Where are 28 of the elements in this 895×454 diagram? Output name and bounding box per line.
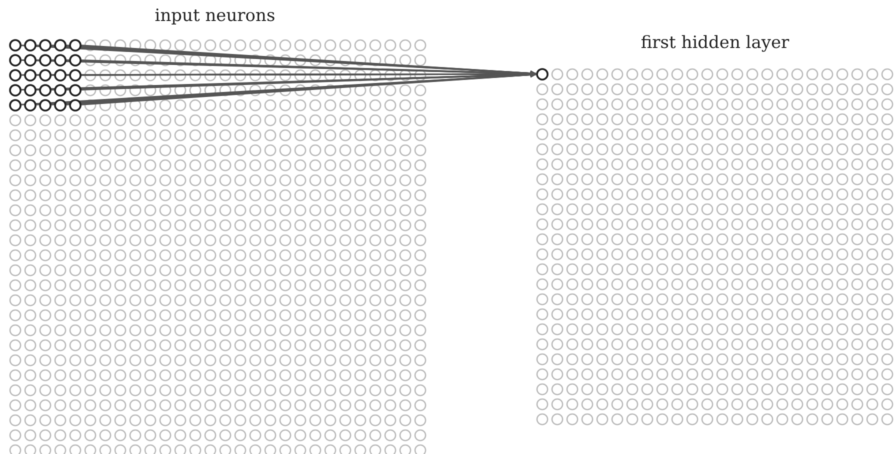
neuron-circle bbox=[38, 68, 52, 82]
neuron-circle bbox=[54, 38, 66, 52]
neuron-circle bbox=[24, 68, 36, 82]
neuron-circle bbox=[54, 98, 66, 112]
neuron-circle bbox=[68, 38, 82, 52]
neuron-circle bbox=[54, 84, 66, 96]
neuron-circle bbox=[54, 68, 66, 82]
neuron-circle bbox=[24, 84, 36, 96]
neuron-circle bbox=[68, 68, 82, 82]
layer-title: input neurons bbox=[154, 6, 276, 26]
neuron-circle bbox=[8, 98, 22, 112]
neuron-circle bbox=[8, 54, 22, 66]
neuron-circle bbox=[38, 98, 52, 112]
neuron-circle bbox=[38, 84, 52, 96]
neuron-circle bbox=[536, 68, 548, 80]
neuron-circle bbox=[68, 84, 82, 96]
neuron-circle bbox=[8, 68, 22, 82]
neuron-circle bbox=[24, 38, 36, 52]
neuron-circle bbox=[8, 38, 22, 52]
layer-title: first hidden layer bbox=[640, 33, 790, 53]
neuron-circle bbox=[68, 98, 82, 112]
neuron-circle bbox=[24, 98, 36, 112]
neuron-circle bbox=[38, 54, 52, 66]
neuron-circle bbox=[54, 54, 66, 66]
neuron-circle bbox=[8, 84, 22, 96]
neuron-circle bbox=[24, 54, 36, 66]
neuron-circle bbox=[68, 54, 82, 66]
neuron-circle bbox=[38, 38, 52, 52]
